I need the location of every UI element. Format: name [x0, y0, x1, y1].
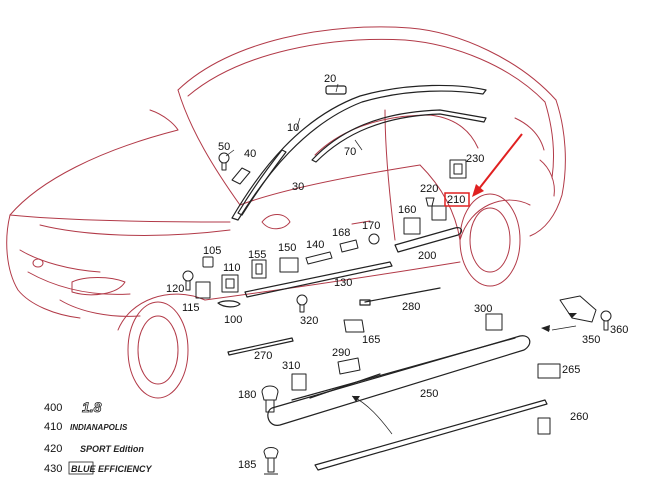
- callout-40: 40: [244, 148, 256, 160]
- callout-210: 210: [447, 194, 465, 206]
- badge-410: INDIANAPOLIS: [70, 423, 128, 432]
- part-160-clip: [403, 217, 421, 235]
- part-185-fastener: [263, 447, 279, 475]
- legend-number-420: 420: [44, 443, 62, 455]
- callout-265: 265: [562, 364, 580, 376]
- callout-290: 290: [332, 347, 350, 359]
- part-210-clip: [431, 205, 447, 221]
- highlight-arrow: [472, 133, 523, 197]
- callout-260: 260: [570, 411, 588, 423]
- callout-130: 130: [334, 277, 352, 289]
- callout-50: 50: [218, 141, 230, 153]
- callout-140: 140: [306, 239, 324, 251]
- legend-number-400: 400: [44, 402, 62, 414]
- part-120-pin: [182, 270, 194, 291]
- callout-20: 20: [324, 73, 336, 85]
- part-360-screw: [600, 310, 612, 331]
- callout-230: 230: [466, 153, 484, 165]
- callout-110: 110: [223, 262, 241, 274]
- part-350-bracket: [559, 295, 597, 323]
- car-body-outline: [6, 26, 566, 399]
- callout-185: 185: [238, 459, 256, 471]
- legend-number-430: 430: [44, 463, 62, 475]
- part-110-clip: [221, 274, 239, 293]
- part-105-block: [202, 256, 214, 268]
- part-260-end-cap: [537, 417, 551, 435]
- part-115-clip: [195, 281, 211, 299]
- part-170-cap: [368, 233, 380, 245]
- part-290-clip: [337, 357, 361, 375]
- part-280-rod: [364, 287, 441, 303]
- callout-350: 350: [582, 334, 600, 346]
- trim-parts: [217, 84, 548, 471]
- part-250-rocker-panel: [267, 335, 531, 426]
- part-320-pin: [296, 294, 308, 313]
- part-20-clip: [325, 85, 347, 95]
- callout-115: 115: [182, 302, 200, 314]
- callout-220: 220: [420, 183, 438, 195]
- badge-430: BLUE EFFICIENCY: [71, 464, 153, 474]
- badge-430-frame: [68, 461, 94, 475]
- part-310-clip: [291, 373, 307, 391]
- part-50-screw: [218, 152, 230, 171]
- badge-420: SPORT Edition: [80, 444, 144, 454]
- part-300-clip: [485, 313, 503, 331]
- callout-70: 70: [344, 146, 356, 158]
- part-40-bracket: [231, 167, 251, 185]
- part-30-pillar-strip: [237, 149, 287, 216]
- part-155-clip: [251, 259, 267, 279]
- callout-100: 100: [224, 314, 242, 326]
- callout-105: 105: [203, 245, 221, 257]
- direction-arrows: [352, 313, 577, 402]
- part-265-block: [537, 363, 561, 379]
- callout-170: 170: [362, 220, 380, 232]
- part-260-lower-strip: [314, 399, 548, 471]
- callout-30: 30: [292, 181, 304, 193]
- part-100-clip: [217, 300, 241, 308]
- callout-155: 155: [248, 249, 266, 261]
- callout-270: 270: [254, 350, 272, 362]
- badge-legend: 400 1.8 410 INDIANAPOLIS 420 SPORT Editi…: [44, 399, 153, 475]
- callout-200: 200: [418, 250, 436, 262]
- callout-300: 300: [474, 303, 492, 315]
- part-130-sill-trim: [244, 261, 393, 298]
- callout-10: 10: [287, 122, 299, 134]
- callout-210-box: 210: [444, 192, 470, 207]
- callout-310: 310: [282, 360, 300, 372]
- part-220-pin: [425, 197, 435, 207]
- callout-labels: 10 20 30 40 50 70 100 105 110 115 120 13…: [166, 73, 628, 471]
- part-140-piece: [305, 251, 333, 265]
- part-10-roof-trim: [231, 84, 487, 221]
- callout-250: 250: [420, 388, 438, 400]
- callout-168: 168: [332, 227, 350, 239]
- small-parts: [182, 152, 612, 475]
- part-168-piece: [339, 239, 359, 253]
- callout-360: 360: [610, 324, 628, 336]
- part-270-strip: [227, 337, 294, 356]
- part-150-clip: [279, 257, 299, 273]
- callout-160: 160: [398, 204, 416, 216]
- part-180-fastener: [261, 385, 279, 413]
- callout-280: 280: [402, 301, 420, 313]
- callout-165: 165: [362, 334, 380, 346]
- callout-180: 180: [238, 389, 256, 401]
- part-70-window-strip: [311, 109, 487, 163]
- part-165-clip: [343, 319, 365, 333]
- leader-lines: [225, 83, 577, 435]
- callout-120: 120: [166, 283, 184, 295]
- part-230-clip: [449, 159, 467, 179]
- badge-400: 1.8: [82, 399, 102, 415]
- callout-150: 150: [278, 242, 296, 254]
- legend-number-410: 410: [44, 421, 62, 433]
- callout-320: 320: [300, 315, 318, 327]
- part-200-door-trim: [394, 227, 463, 253]
